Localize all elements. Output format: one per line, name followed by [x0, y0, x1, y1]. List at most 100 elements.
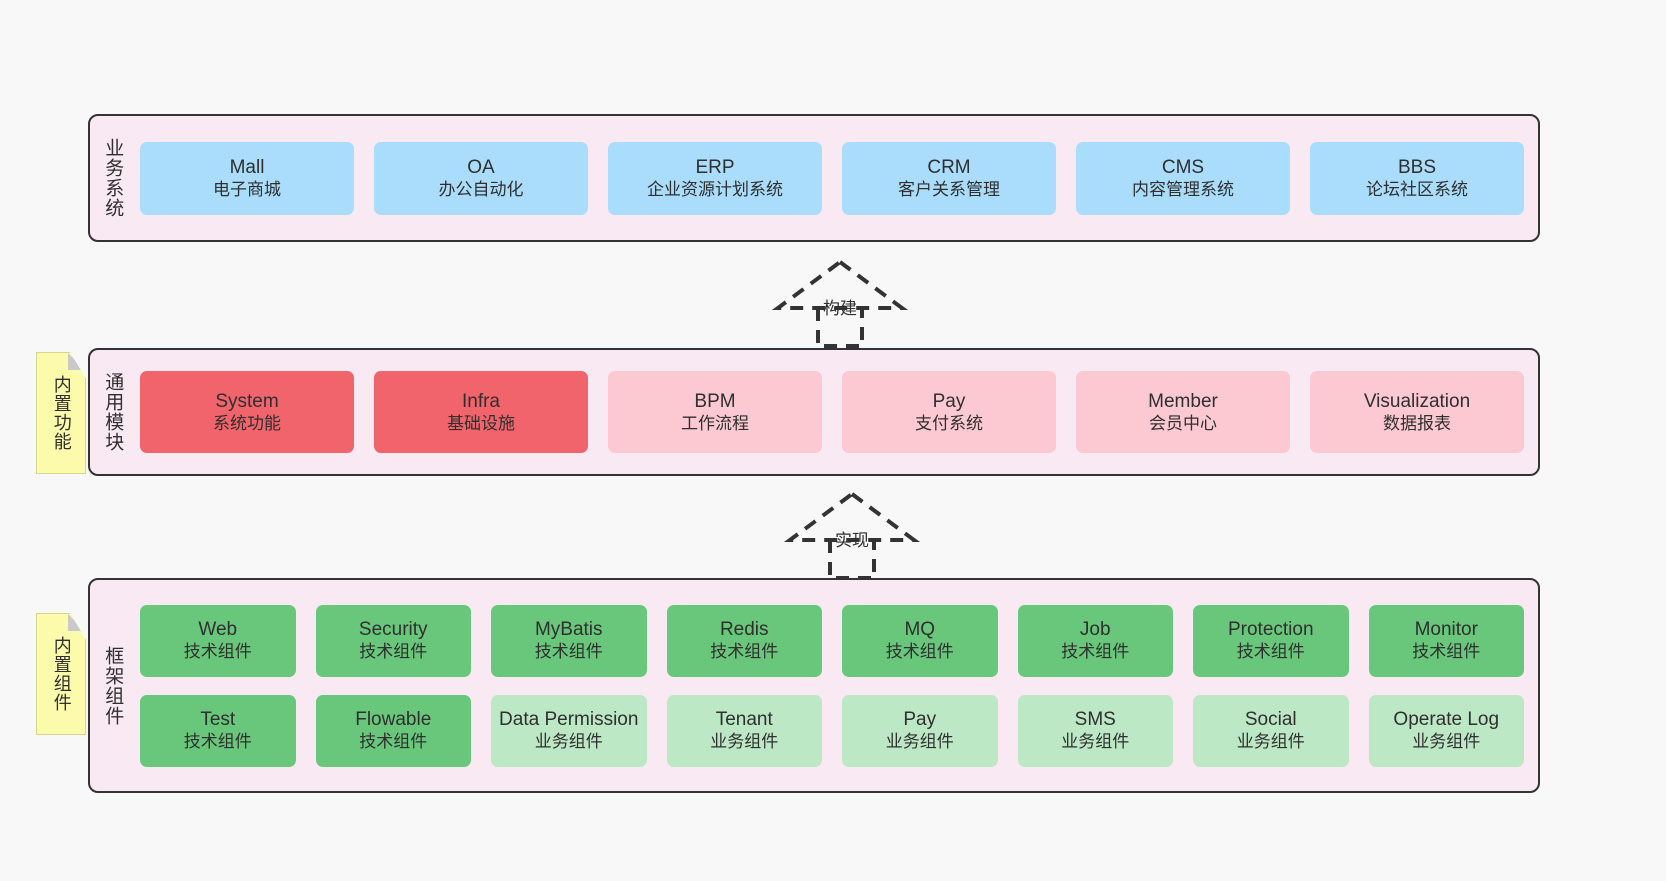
card-title: MyBatis	[534, 619, 603, 641]
card-subtitle: 技术组件	[710, 642, 779, 662]
card-infra[interactable]: Infra 基础设施	[374, 371, 588, 453]
card-title: Pay	[932, 390, 966, 412]
card-oa[interactable]: OA 办公自动化	[374, 141, 588, 215]
card-subtitle: 技术组件	[1412, 642, 1481, 662]
card-subtitle: 基础设施	[447, 413, 515, 433]
card-visualization[interactable]: Visualization 数据报表	[1310, 371, 1524, 453]
card-subtitle: 技术组件	[534, 642, 603, 662]
generalization-arrow-implement: 实现	[772, 490, 932, 582]
card-cms[interactable]: CMS 内容管理系统	[1076, 141, 1290, 215]
card-pay[interactable]: Pay 支付系统	[842, 371, 1056, 453]
card-title: Redis	[719, 619, 769, 641]
card-erp[interactable]: ERP 企业资源计划系统	[608, 141, 822, 215]
card-subtitle: 电子商城	[213, 179, 281, 199]
card-subtitle: 系统功能	[213, 413, 281, 433]
card-pay-component[interactable]: Pay 业务组件	[842, 694, 998, 767]
card-title: Flowable	[355, 709, 432, 731]
note-tab-label: 内置功能	[51, 375, 72, 451]
cards-area-business: Mall 电子商城 OA 办公自动化 ERP 企业资源计划系统 CRM 客户关系…	[134, 116, 1538, 240]
card-web[interactable]: Web 技术组件	[140, 604, 296, 677]
layer-title-common: 通用模块	[102, 372, 124, 452]
card-row: Mall 电子商城 OA 办公自动化 ERP 企业资源计划系统 CRM 客户关系…	[140, 141, 1524, 215]
card-mq[interactable]: MQ 技术组件	[842, 604, 998, 677]
card-title: Data Permission	[499, 709, 639, 731]
card-title: SMS	[1074, 709, 1116, 731]
card-title: MQ	[904, 619, 936, 641]
layer-panel-business: 业务系统 Mall 电子商城 OA 办公自动化 ERP 企业资源计划系统 CRM…	[88, 114, 1540, 242]
note-tab-builtin-features: 内置功能	[36, 352, 86, 474]
card-bbs[interactable]: BBS 论坛社区系统	[1310, 141, 1524, 215]
card-subtitle: 客户关系管理	[898, 179, 1000, 199]
card-security[interactable]: Security 技术组件	[315, 604, 471, 677]
card-row: Web 技术组件 Security 技术组件 MyBatis 技术组件 Redi…	[140, 604, 1524, 677]
card-title: Monitor	[1414, 619, 1478, 641]
card-subtitle: 办公自动化	[438, 179, 524, 199]
layer-panel-common: 通用模块 System 系统功能 Infra 基础设施 BPM 工作流程 Pay…	[88, 348, 1540, 476]
card-subtitle: 业务组件	[1412, 732, 1481, 752]
card-subtitle: 支付系统	[915, 413, 983, 433]
card-title: Social	[1244, 709, 1297, 731]
card-subtitle: 工作流程	[681, 413, 749, 433]
page-fold-icon	[68, 614, 85, 631]
card-tenant[interactable]: Tenant 业务组件	[666, 694, 822, 767]
card-subtitle: 会员中心	[1149, 413, 1217, 433]
card-title: Mall	[229, 156, 265, 178]
card-title: CMS	[1161, 156, 1205, 178]
card-title: Pay	[903, 709, 937, 731]
card-flowable[interactable]: Flowable 技术组件	[315, 694, 471, 767]
card-subtitle: 技术组件	[183, 732, 252, 752]
layer-title-framework: 框架组件	[102, 645, 124, 726]
card-data-permission[interactable]: Data Permission 业务组件	[491, 694, 647, 767]
card-title: Operate Log	[1393, 709, 1500, 731]
card-subtitle: 业务组件	[710, 732, 779, 752]
card-title: BPM	[694, 390, 736, 412]
card-subtitle: 企业资源计划系统	[647, 179, 783, 199]
card-row: System 系统功能 Infra 基础设施 BPM 工作流程 Pay 支付系统…	[140, 371, 1524, 453]
card-title: BBS	[1397, 156, 1437, 178]
card-subtitle: 技术组件	[359, 642, 428, 662]
arrow-glyph	[783, 491, 921, 580]
card-subtitle: 业务组件	[885, 732, 954, 752]
note-tab-builtin-components: 内置组件	[36, 613, 86, 735]
generalization-arrow-build: 构建	[760, 258, 920, 350]
card-title: Tenant	[715, 709, 773, 731]
page-fold-icon	[68, 353, 85, 370]
card-subtitle: 技术组件	[359, 732, 428, 752]
card-title: Member	[1148, 390, 1218, 412]
card-subtitle: 论坛社区系统	[1366, 179, 1468, 199]
card-member[interactable]: Member 会员中心	[1076, 371, 1290, 453]
arrow-glyph	[771, 259, 909, 348]
card-title: CRM	[927, 156, 971, 178]
card-protection[interactable]: Protection 技术组件	[1193, 604, 1349, 677]
card-subtitle: 技术组件	[885, 642, 954, 662]
card-operate-log[interactable]: Operate Log 业务组件	[1368, 694, 1524, 767]
card-subtitle: 技术组件	[183, 642, 252, 662]
card-title: Web	[198, 619, 238, 641]
card-subtitle: 业务组件	[1236, 732, 1305, 752]
card-subtitle: 技术组件	[1236, 642, 1305, 662]
layer-panel-framework: 框架组件 Web 技术组件 Security 技术组件 MyBatis 技术组件…	[88, 578, 1540, 793]
card-title: ERP	[695, 156, 735, 178]
card-redis[interactable]: Redis 技术组件	[666, 604, 822, 677]
card-test[interactable]: Test 技术组件	[140, 694, 296, 767]
card-title: Job	[1079, 619, 1111, 641]
card-social[interactable]: Social 业务组件	[1193, 694, 1349, 767]
cards-area-framework: Web 技术组件 Security 技术组件 MyBatis 技术组件 Redi…	[134, 580, 1538, 791]
arrow-label-implement: 实现	[835, 531, 869, 550]
card-sms[interactable]: SMS 业务组件	[1017, 694, 1173, 767]
card-system[interactable]: System 系统功能	[140, 371, 354, 453]
card-job[interactable]: Job 技术组件	[1017, 604, 1173, 677]
card-mybatis[interactable]: MyBatis 技术组件	[491, 604, 647, 677]
card-title: Security	[358, 619, 428, 641]
card-title: Protection	[1227, 619, 1314, 641]
card-subtitle: 内容管理系统	[1132, 179, 1234, 199]
note-tab-label: 内置组件	[51, 636, 72, 712]
card-bpm[interactable]: BPM 工作流程	[608, 371, 822, 453]
card-title: Test	[200, 709, 236, 731]
cards-area-common: System 系统功能 Infra 基础设施 BPM 工作流程 Pay 支付系统…	[134, 350, 1538, 474]
card-mall[interactable]: Mall 电子商城	[140, 141, 354, 215]
card-title: System	[215, 390, 279, 412]
card-crm[interactable]: CRM 客户关系管理	[842, 141, 1056, 215]
card-monitor[interactable]: Monitor 技术组件	[1368, 604, 1524, 677]
